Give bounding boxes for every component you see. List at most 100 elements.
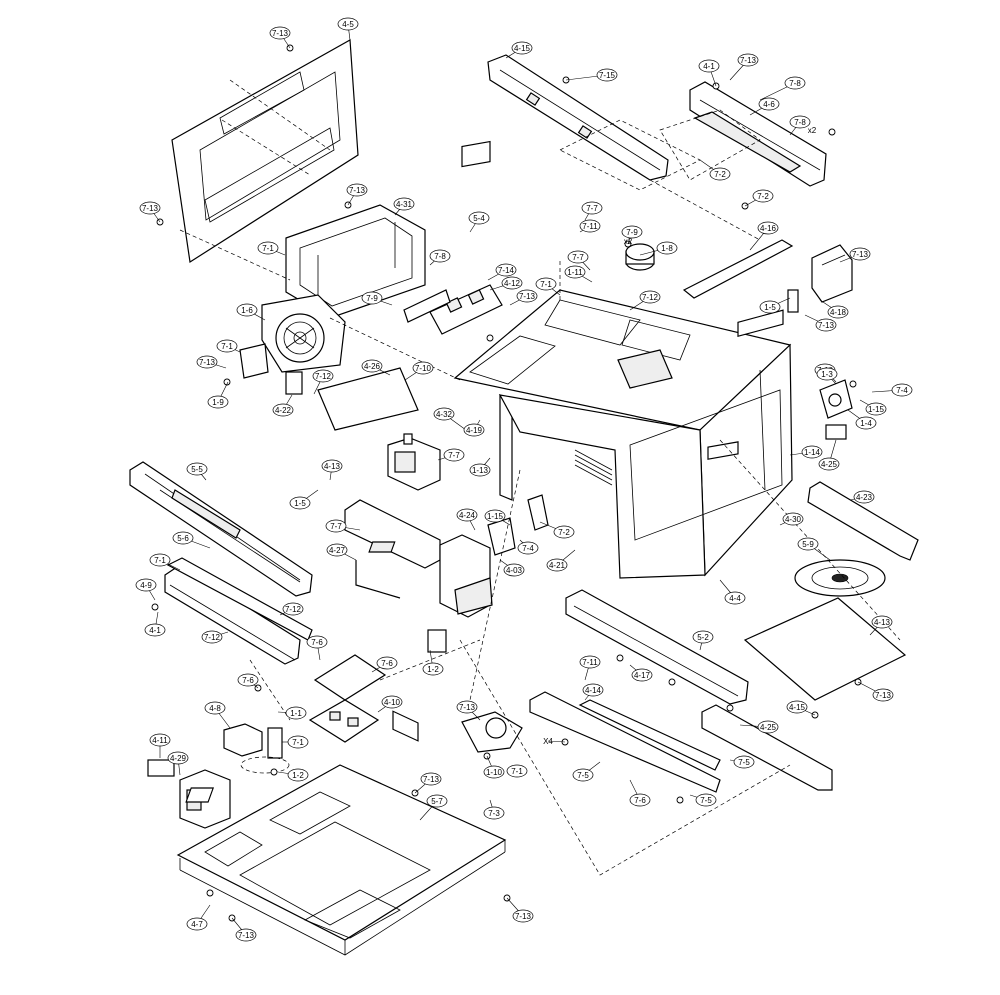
- part-callout-label: 7-1: [540, 280, 552, 289]
- part-callout: 7-1: [287, 735, 309, 749]
- part-callout-label: 4-22: [275, 406, 292, 415]
- strip-4-30: [807, 481, 919, 561]
- part-callout-label: 4-4: [729, 594, 741, 603]
- part-callout: 1-2: [287, 768, 309, 782]
- part-callout-label: 4-8: [209, 704, 221, 713]
- part-callout: 7-8: [784, 76, 806, 90]
- part-callout-label: 7-13: [238, 931, 255, 940]
- part-callout: 7-7: [443, 448, 465, 462]
- part-callout: 1-13: [469, 463, 491, 477]
- part-callout: 7-5: [695, 793, 717, 807]
- part-callout-label: 7-13: [459, 703, 476, 712]
- part-callout-label: 7-6: [634, 796, 646, 805]
- rod-4-24: [355, 560, 401, 599]
- part-callout-label: x2: [624, 237, 633, 246]
- part-callout-label: 7-11: [582, 658, 598, 667]
- part-callout-label: X4: [543, 737, 553, 746]
- part-callout-label: 1-5: [294, 499, 306, 508]
- part-callout-label: 7-13: [423, 775, 440, 784]
- part-callout: 4-1: [144, 623, 166, 637]
- part-callout: 4-8: [204, 701, 226, 715]
- rail-4-14: [529, 691, 721, 793]
- part-callout: 5-7: [426, 794, 448, 808]
- part-callout-label: 7-10: [415, 364, 432, 373]
- strip-4-16: [682, 239, 794, 299]
- part-callout-label: 7-7: [572, 253, 584, 262]
- part-callout-label: 7-2: [757, 192, 769, 201]
- part-callout: 7-10: [412, 361, 434, 375]
- part-callout-label: 7-1: [292, 738, 304, 747]
- part-callout: 7-6: [376, 656, 398, 670]
- turntable-4-4: [794, 559, 886, 597]
- part-callout: 4-13: [321, 459, 343, 473]
- part-callout: 7-15: [596, 68, 618, 82]
- part-callout-label: 7-12: [285, 605, 302, 614]
- part-callout: 1-15: [865, 402, 887, 416]
- part-callout-label: 4-26: [364, 362, 381, 371]
- part-callout: 4-25: [818, 457, 840, 471]
- cover-4-27: [344, 499, 441, 742]
- part-callout-label: 1-15: [487, 512, 504, 521]
- part-callout: 1-14: [801, 445, 823, 459]
- part-callout-label: 7-5: [577, 771, 589, 780]
- part-callout: 7-13: [849, 247, 871, 261]
- part-callout-label: 7-13: [519, 292, 536, 301]
- part-callout-label: 4-17: [634, 671, 651, 680]
- part-callout: 7-13: [196, 355, 218, 369]
- part-callout: 7-13: [516, 289, 538, 303]
- part-callout: 7-2: [709, 167, 731, 181]
- label-5-5: [825, 424, 847, 440]
- main-cavity: [453, 260, 793, 579]
- part-callout: 5-4: [468, 211, 490, 225]
- part-callout-label: 4-30: [785, 515, 802, 524]
- part-callout: 4-15: [786, 700, 808, 714]
- plate-1-3: [403, 289, 451, 323]
- part-callout: 4-32: [433, 407, 455, 421]
- part-callout-label: 4-03: [506, 566, 523, 575]
- part-callout-label: 7-3: [488, 809, 500, 818]
- part-callout: 5-5: [186, 462, 208, 476]
- part-callout: 5-2: [692, 630, 714, 644]
- part-callout: 4-16: [757, 221, 779, 235]
- part-callout: 7-4: [517, 541, 539, 555]
- bracket-4-26: [317, 367, 419, 431]
- rail-4-13: [565, 589, 749, 705]
- bracket-4-6: [659, 81, 827, 187]
- part-callout-label: 7-7: [586, 204, 598, 213]
- part-callout: 4-24: [456, 508, 478, 522]
- part-callout: 4-27: [326, 543, 348, 557]
- label-plate-5-4: [461, 140, 491, 168]
- bracket-4-9: [164, 557, 313, 665]
- part-callout-label: 1-10: [486, 768, 503, 777]
- part-callout-label: 7-8: [794, 118, 806, 127]
- part-callout-label: 7-14: [498, 266, 515, 275]
- part-callout: 1-6: [236, 303, 258, 317]
- part-callout: 4-10: [381, 695, 403, 709]
- part-callout-label: 7-11: [582, 222, 598, 231]
- part-callout-label: 1-4: [860, 419, 872, 428]
- part-callout: 7-6: [629, 793, 651, 807]
- part-callout: 1-1: [285, 706, 307, 720]
- label-5-7: [185, 787, 215, 803]
- part-callout: 7-12: [639, 290, 661, 304]
- part-callout-label: 4-15: [514, 44, 531, 53]
- part-callout-label: 7-4: [522, 544, 534, 553]
- part-callout: 4-30: [782, 512, 804, 526]
- front-panel-4-13: [129, 461, 313, 597]
- part-callout: 7-14: [495, 263, 517, 277]
- part-callout: 4-15: [511, 41, 533, 55]
- part-callout-label: 1-6: [241, 306, 253, 315]
- label-5-2: [427, 629, 447, 653]
- part-callout-label: 1-15: [868, 405, 885, 414]
- part-callout: 7-4: [891, 383, 913, 397]
- part-callout: 7-11: [579, 219, 601, 233]
- part-callout-label: 7-9: [626, 228, 638, 237]
- part-callout: 4-11: [149, 733, 171, 747]
- block-4-29: [147, 759, 175, 777]
- part-callout-label: x2: [808, 126, 817, 135]
- part-callout-label: 4-16: [760, 224, 777, 233]
- part-callout: 4-31: [393, 197, 415, 211]
- part-callout: 7-1: [149, 553, 171, 567]
- label-5-6: [707, 441, 739, 460]
